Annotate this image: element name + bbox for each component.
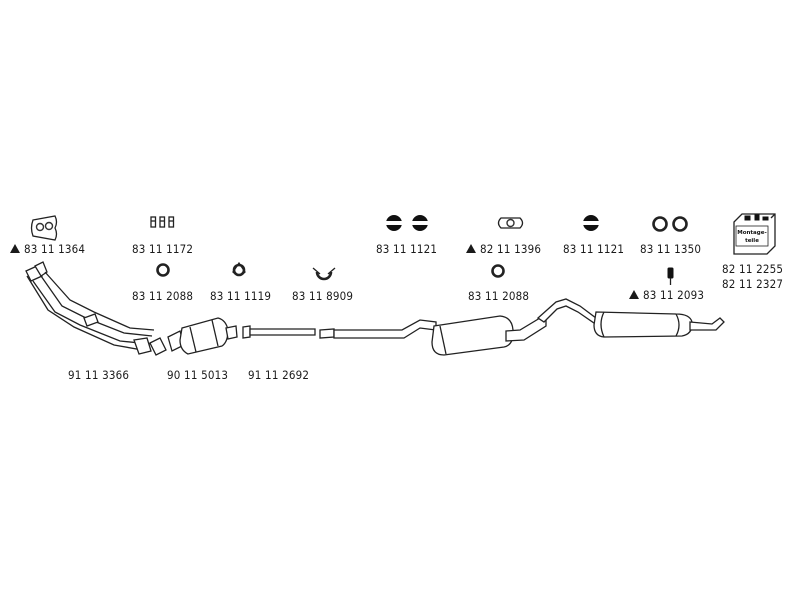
label-ring-mid: 83 11 2088	[468, 289, 530, 303]
rings-rear-icon	[652, 216, 688, 232]
label-kit-a: 82 11 2255	[722, 262, 784, 276]
label-rubber-hangers-a: 83 11 1121	[376, 242, 438, 256]
warning-triangle-icon	[629, 290, 639, 299]
ring-mid-icon	[491, 264, 505, 278]
rubber-hanger-b-icon	[583, 215, 599, 231]
catalyst-icon	[167, 317, 238, 355]
label-clamp-bolts: 83 11 1172	[132, 242, 194, 256]
rear-silencer-icon	[536, 298, 725, 338]
label-rubber-hangers-b: 83 11 1121	[563, 242, 625, 256]
kit-box-line1: Montage-	[737, 230, 766, 236]
clamp-front-icon	[312, 267, 336, 281]
mounting-kit-box-icon: Montage- teile	[733, 213, 776, 255]
label-bracket-rear: 83 11 2093	[629, 288, 704, 302]
rubber-hanger-pair-a-icon	[386, 215, 428, 231]
label-gasket-mid: 82 11 1396	[466, 242, 541, 256]
manifold-gasket-icon	[30, 215, 58, 241]
gasket-mid-icon	[497, 217, 524, 229]
middle-silencer-icon	[319, 315, 547, 356]
label-rings-rear: 83 11 1350	[640, 242, 702, 256]
label-manifold-gasket: 83 11 1364	[10, 242, 85, 256]
front-pipe-icon	[25, 261, 167, 356]
label-kit-b: 82 11 2327	[722, 277, 784, 291]
gasket-front-icon	[232, 261, 246, 277]
part-number: 83 11 1364	[24, 242, 86, 256]
part-number: 83 11 2093	[643, 288, 705, 302]
label-intermediate-pipe: 91 11 2692	[248, 368, 310, 382]
label-ring-front: 83 11 2088	[132, 289, 194, 303]
ring-front-icon	[156, 263, 170, 277]
label-front-pipe: 91 11 3366	[68, 368, 130, 382]
label-clamp-front: 83 11 8909	[292, 289, 354, 303]
label-catalyst: 90 11 5013	[167, 368, 229, 382]
part-number: 82 11 1396	[480, 242, 542, 256]
warning-triangle-icon	[466, 244, 476, 253]
warning-triangle-icon	[10, 244, 20, 253]
clamp-bolts-icon	[150, 216, 175, 228]
kit-box-line2: teile	[745, 238, 759, 244]
label-gasket-front: 83 11 1119	[210, 289, 272, 303]
bracket-rear-icon	[667, 267, 674, 285]
intermediate-pipe-icon	[242, 325, 316, 339]
